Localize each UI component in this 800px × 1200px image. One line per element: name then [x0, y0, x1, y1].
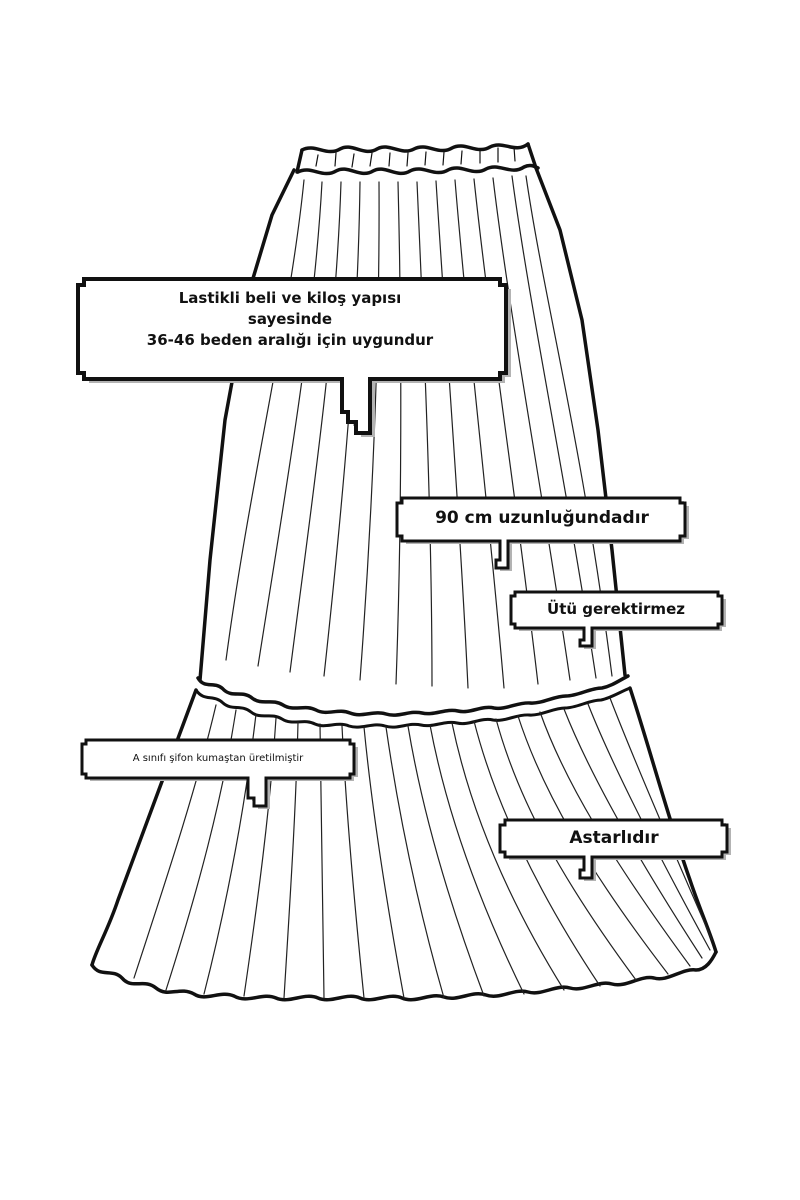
callout-waist-fit-line-3: 36-46 beden aralığı için uygundur	[146, 331, 434, 349]
skirt-tier-seam	[194, 674, 632, 729]
callout-ironing-text: Ütü gerektirmez	[547, 600, 685, 618]
callout-waist-fit-line-1: Lastikli beli ve kiloş yapısı	[178, 289, 402, 307]
callout-fabric-text: A sınıfı şifon kumaştan üretilmiştir	[132, 753, 304, 764]
callout-length	[395, 496, 689, 571]
callout-fabric	[80, 738, 358, 809]
callout-ironing	[509, 590, 726, 649]
skirt-waistband	[295, 142, 540, 176]
callout-waist-fit-line-2: sayesinde	[247, 310, 333, 328]
callout-lining-text: Astarlıdır	[569, 828, 659, 848]
callout-waist-fit-text: Lastikli beli ve kiloş yapısı sayesinde …	[85, 288, 495, 351]
callout-lining	[498, 818, 731, 881]
callout-waist-fit	[76, 277, 511, 437]
callout-length-text: 90 cm uzunluğundadır	[435, 508, 649, 528]
